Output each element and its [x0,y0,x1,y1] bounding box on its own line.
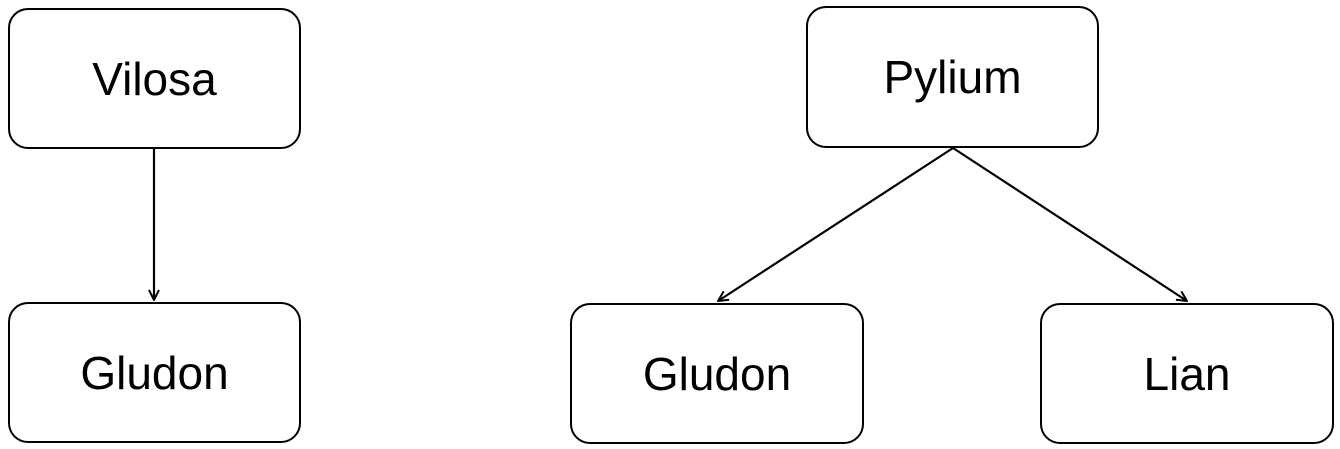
node-gludon-right-label: Gludon [642,347,792,400]
node-gludon-right: Gludon [570,303,864,444]
node-gludon-left-label: Gludon [80,346,229,399]
node-vilosa: Vilosa [8,8,301,149]
node-gludon-left: Gludon [8,302,301,443]
node-pylium-label: Pylium [883,51,1022,103]
edge-pylium-to-gludon [718,147,954,301]
node-pylium: Pylium [806,6,1099,148]
node-lian: Lian [1040,303,1334,444]
node-lian-label: Lian [1143,347,1231,400]
node-vilosa-label: Vilosa [92,52,217,105]
edge-pylium-to-lian [952,147,1187,301]
